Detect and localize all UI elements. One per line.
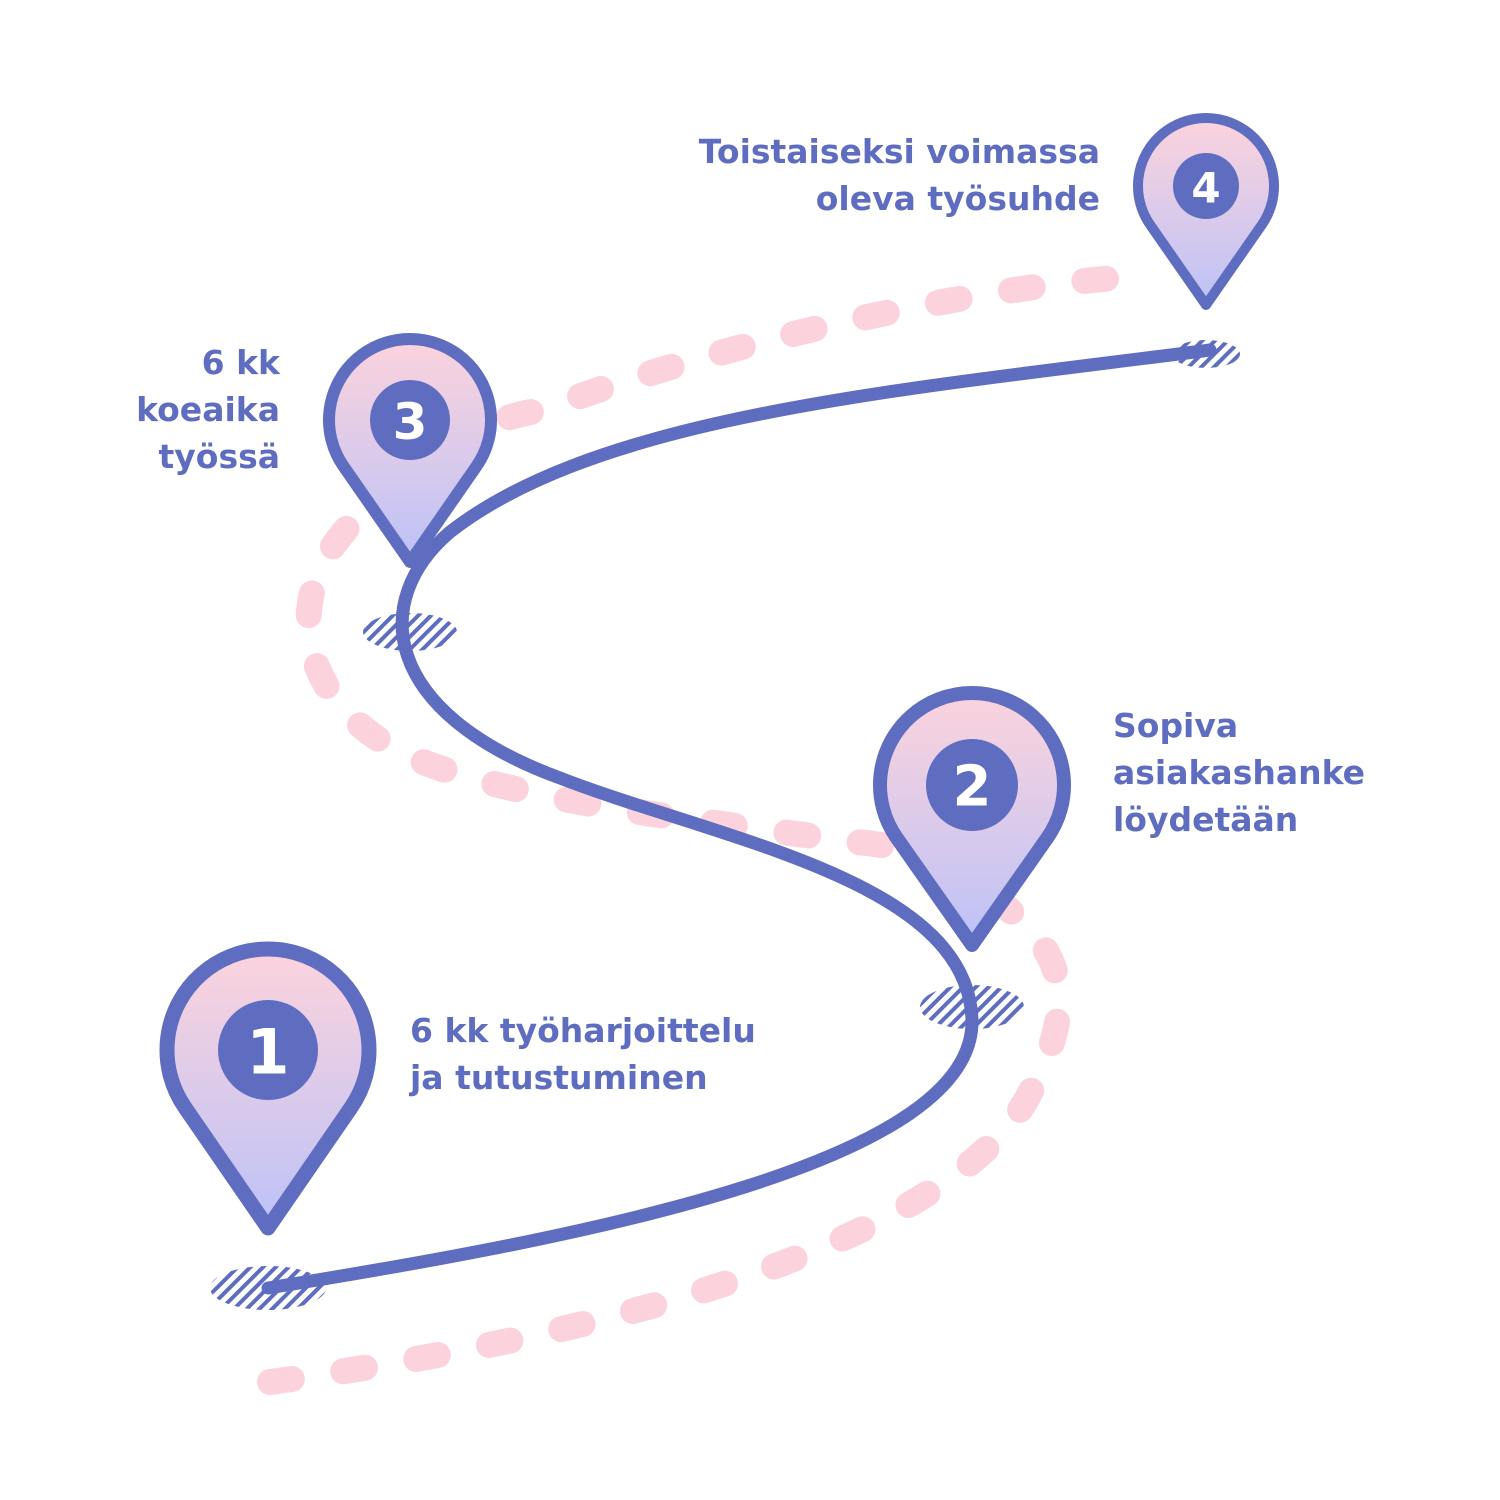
label-line: löydetään [1113,800,1298,839]
pin-number: 3 [393,393,428,451]
pin-number: 2 [953,755,992,820]
pin-number: 1 [246,1016,289,1089]
label-line: asiakashanke [1113,753,1365,792]
label-line: koeaika [136,390,280,429]
label-line: ja tutustuminen [408,1058,708,1097]
pin-number-badge [370,380,450,460]
pin-number-badge [218,1000,318,1100]
label-line: 6 kk [202,343,281,382]
label-line: 6 kk työharjoittelu [410,1011,756,1050]
pin-number-badge [926,739,1018,831]
label-line: oleva työsuhde [816,179,1100,218]
pin-number-badge [1173,153,1239,219]
label-line: työssä [158,437,280,476]
label-line: Toistaiseksi voimassa [699,132,1100,171]
map-pin-icon-2: 2 [873,686,1071,952]
map-pin-icon-3: 3 [323,333,497,568]
pin-shadow-hatch [363,613,457,651]
main-route-line [261,343,1217,1295]
milestone-3-label: 6 kk koeaika työssä [136,343,281,476]
dotted-alternate-path [257,264,1140,1395]
milestone-2-label: Sopiva asiakashanke löydetään [1113,706,1365,839]
map-pin-icon-4: 4 [1133,112,1279,310]
pin-number: 4 [1191,164,1220,213]
map-pin-icon-1: 1 [159,941,377,1236]
milestone-1-label: 6 kk työharjoittelu ja tutustuminen [408,1011,756,1097]
label-line: Sopiva [1113,706,1238,745]
milestone-4-label: Toistaiseksi voimassa oleva työsuhde [699,132,1100,218]
